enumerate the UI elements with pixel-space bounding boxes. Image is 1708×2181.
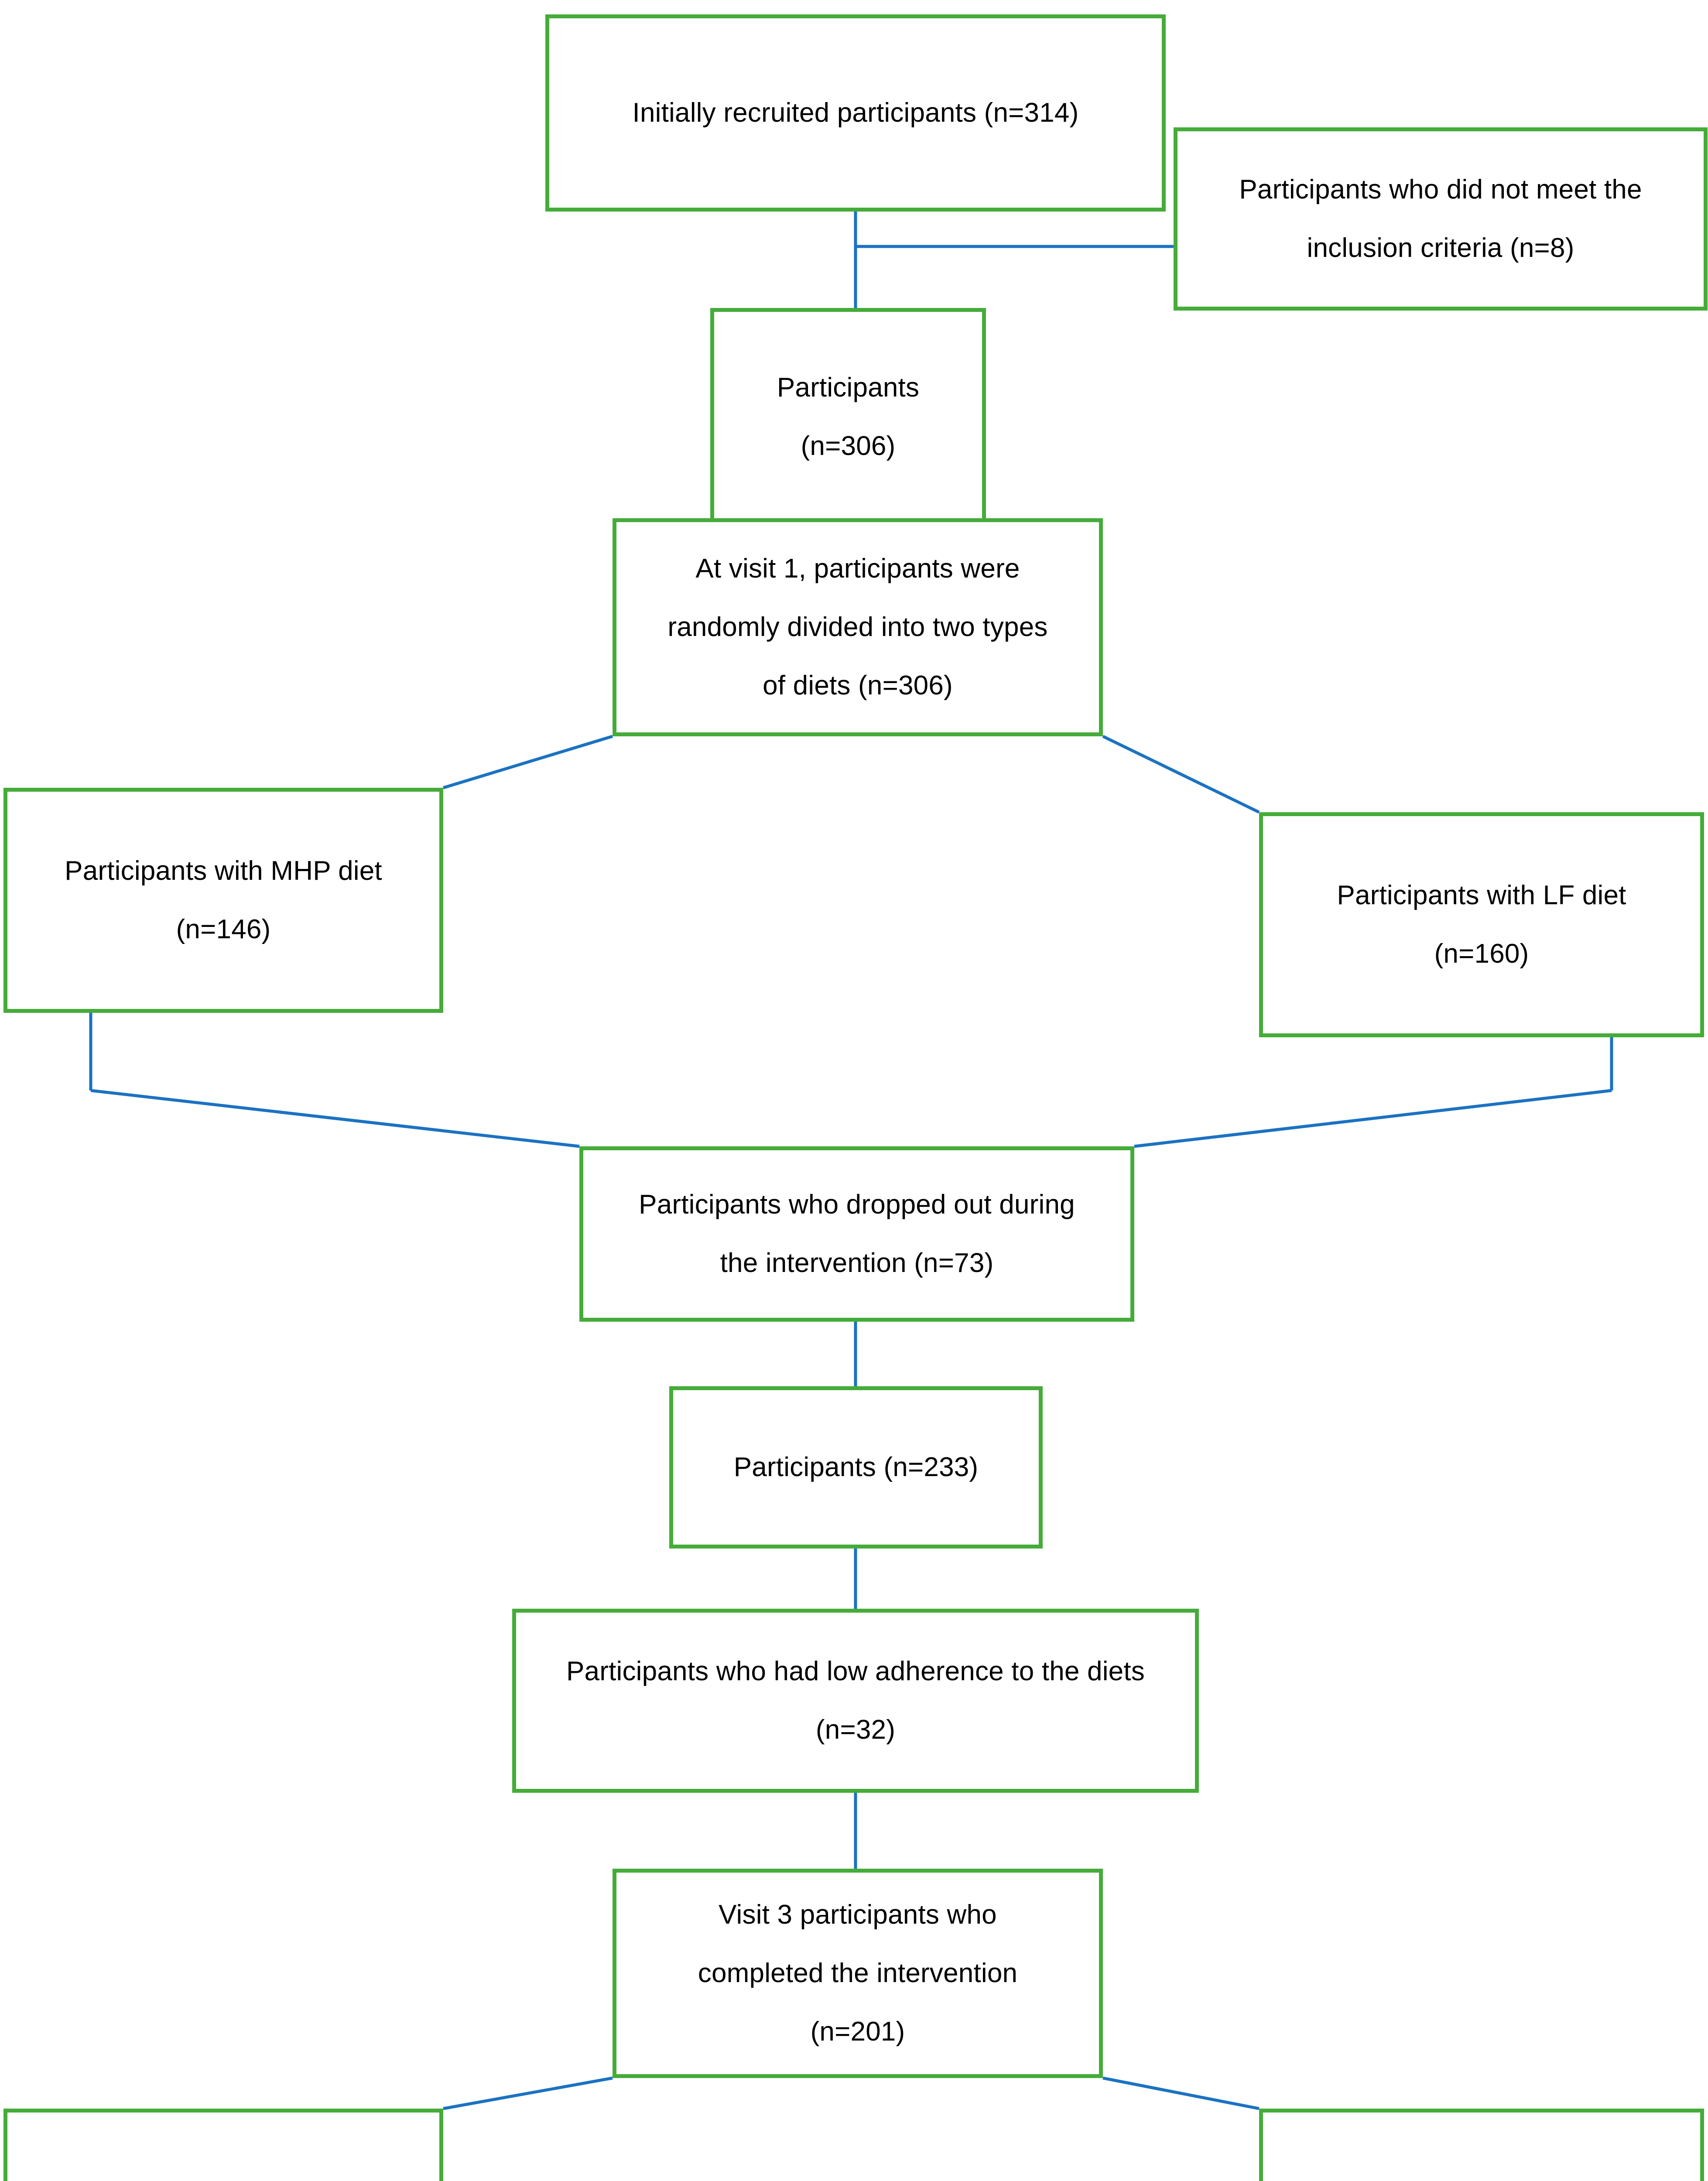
- participants-306-box: Participants (n=306): [710, 308, 986, 526]
- lf-diet-group-box: Participants with LF diet (n=160): [1259, 812, 1704, 1037]
- node-text-line: (n=306): [801, 431, 896, 461]
- node-text-line: Visit 3 participants who: [719, 1900, 997, 1930]
- visit1-randomization-box: At visit 1, participants were randomly di…: [613, 518, 1103, 736]
- dropped-out-box: Participants who dropped out during the i…: [579, 1146, 1134, 1322]
- node-text-line: Participants who had low adherence to th…: [566, 1656, 1145, 1686]
- participants-233-box: Participants (n=233): [669, 1386, 1043, 1549]
- post-intervention-lf-box: Post intervention participantswith LF di…: [1259, 2109, 1704, 2181]
- node-text-line: Post intervention participants: [1307, 2178, 1657, 2181]
- node-text-line: Post intervention participants: [48, 2178, 398, 2181]
- node-text-line: Participants with MHP diet: [65, 856, 382, 886]
- node-text-line: completed the intervention: [698, 1958, 1018, 1988]
- node-text-line: (n=160): [1434, 939, 1529, 969]
- post-intervention-mhp-box: Post intervention participantswith MHP d…: [3, 2109, 443, 2181]
- lf-to-dropout: [1134, 1089, 1612, 1148]
- node-text-line: Participants with LF diet: [1337, 880, 1626, 910]
- visit1-to-lf: [1102, 735, 1260, 814]
- node-text-line: (n=146): [176, 914, 271, 944]
- visit3-completed-box: Visit 3 participants who completed the in…: [613, 1869, 1103, 2078]
- node-text-line: At visit 1, participants were: [695, 554, 1020, 584]
- node-text-line: Participants who dropped out during: [639, 1190, 1075, 1220]
- node-text-line: the intervention (n=73): [720, 1248, 994, 1278]
- visit3-to-post-mhp: [443, 2076, 613, 2110]
- node-text-line: of diets (n=306): [763, 670, 953, 701]
- visit1-to-mhp: [442, 735, 613, 790]
- low-adherence-box: Participants who had low adherence to th…: [512, 1609, 1199, 1793]
- node-text-line: randomly divided into two types: [667, 612, 1048, 642]
- node-text-line: Participants who did not meet the: [1239, 174, 1642, 205]
- visit3-to-post-lf: [1102, 2076, 1260, 2110]
- excluded-inclusion-criteria-box: Participants who did not meet the inclusi…: [1174, 127, 1708, 311]
- node-text-line: Initially recruited participants (n=314): [632, 98, 1079, 128]
- node-text-line: Participants: [777, 373, 920, 403]
- node-text-line: Participants (n=233): [733, 1452, 979, 1482]
- node-text-line: (n=32): [815, 1715, 896, 1745]
- node-text-line: inclusion criteria (n=8): [1307, 233, 1575, 263]
- mhp-to-dropout: [90, 1089, 580, 1148]
- initially-recruited-box: Initially recruited participants (n=314): [545, 14, 1166, 212]
- node-text-line: (n=201): [810, 2017, 905, 2047]
- mhp-diet-group-box: Participants with MHP diet (n=146): [3, 788, 443, 1013]
